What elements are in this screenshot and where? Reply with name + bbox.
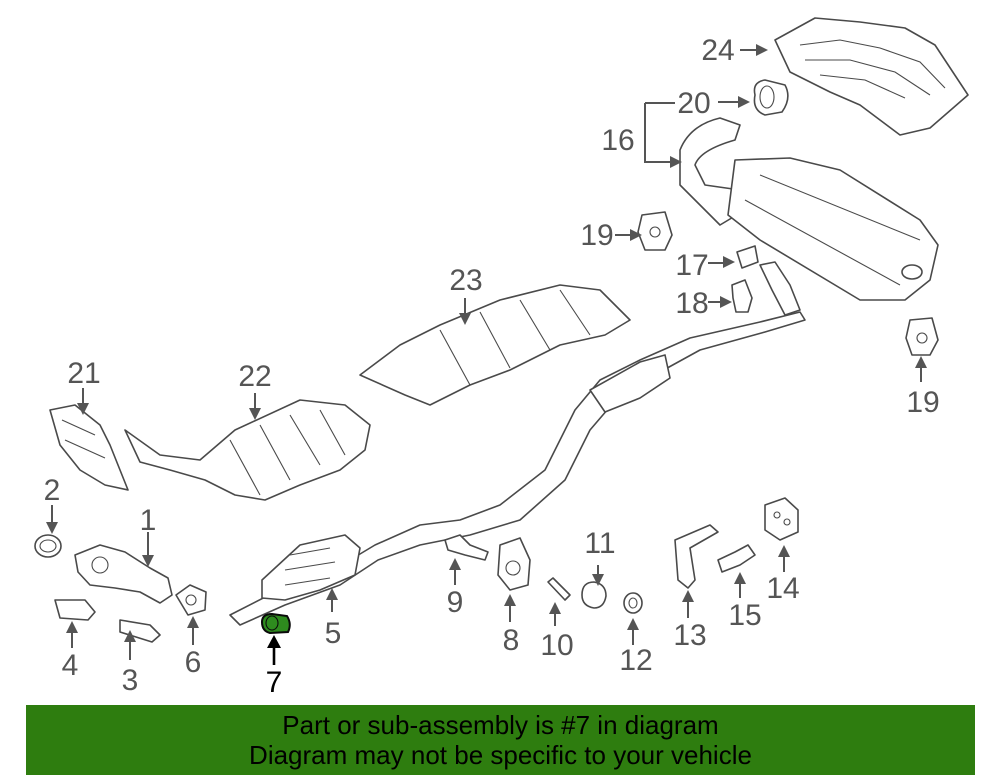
part-4-sleeve[interactable]: [54, 599, 96, 621]
callout-20: 20: [677, 87, 710, 120]
part-9-bolt[interactable]: [444, 534, 489, 561]
callout-3: 3: [122, 664, 139, 697]
banner-line-1: Part or sub-assembly is #7 in diagram: [282, 710, 719, 740]
part-7-highlighted[interactable]: [260, 612, 291, 635]
callout-23: 23: [449, 264, 482, 297]
callout-6: 6: [185, 646, 202, 679]
part-24-heat-shield[interactable]: [774, 17, 969, 136]
callout-19-upper: 19: [580, 219, 613, 252]
part-19-hanger-lower[interactable]: [905, 317, 939, 356]
part-1-manifold[interactable]: [74, 544, 173, 604]
part-16-muffler-tailpipe[interactable]: [679, 117, 939, 301]
callout-16: 16: [601, 124, 634, 157]
part-2-ring[interactable]: [34, 534, 62, 558]
part-18-bolt[interactable]: [731, 279, 753, 313]
info-banner: Part or sub-assembly is #7 in diagram Di…: [26, 705, 975, 775]
callout-4: 4: [62, 649, 79, 682]
callout-13: 13: [673, 619, 706, 652]
part-17-gasket[interactable]: [736, 245, 759, 269]
part-21-heat-shield[interactable]: [49, 404, 129, 491]
callout-2: 2: [44, 474, 61, 507]
callout-11: 11: [584, 527, 615, 560]
banner-line-2: Diagram may not be specific to your vehi…: [249, 740, 752, 770]
part-12-washer[interactable]: [623, 592, 643, 614]
callout-9: 9: [447, 586, 464, 619]
callout-labels: 1 2 3 4 5 6 7 8 9 10 11 12 13 14 15 16 1…: [44, 34, 940, 699]
part-20-sleeve[interactable]: [753, 79, 789, 116]
part-8-hanger[interactable]: [497, 537, 531, 591]
callout-8: 8: [503, 624, 520, 657]
part-6-gasket[interactable]: [175, 584, 207, 616]
callout-14: 14: [766, 572, 799, 605]
part-22-heat-shield[interactable]: [124, 399, 371, 501]
callout-21: 21: [67, 357, 100, 390]
callout-17: 17: [675, 249, 708, 282]
callout-5: 5: [325, 617, 342, 650]
part-10-pin[interactable]: [547, 577, 571, 601]
main-exhaust-pipe: [229, 261, 806, 626]
part-13-bracket[interactable]: [674, 524, 719, 589]
callout-10: 10: [540, 629, 573, 662]
part-15-bolt[interactable]: [717, 544, 756, 573]
part-3-stud[interactable]: [119, 619, 161, 643]
part-23-heat-shield[interactable]: [359, 284, 631, 406]
part-19-hanger-upper[interactable]: [637, 211, 673, 251]
callout-18: 18: [675, 287, 708, 320]
callout-7: 7: [266, 666, 283, 699]
part-11-cap[interactable]: [581, 581, 607, 609]
callout-22: 22: [238, 360, 271, 393]
callout-1: 1: [140, 504, 157, 537]
leader-lines: [46, 44, 927, 665]
part-14-bracket[interactable]: [764, 497, 799, 541]
callout-19-lower: 19: [906, 386, 939, 419]
part-5-catalytic-converter[interactable]: [261, 534, 361, 601]
callout-24: 24: [701, 34, 734, 67]
callout-15: 15: [728, 599, 761, 632]
callout-12: 12: [619, 644, 652, 677]
